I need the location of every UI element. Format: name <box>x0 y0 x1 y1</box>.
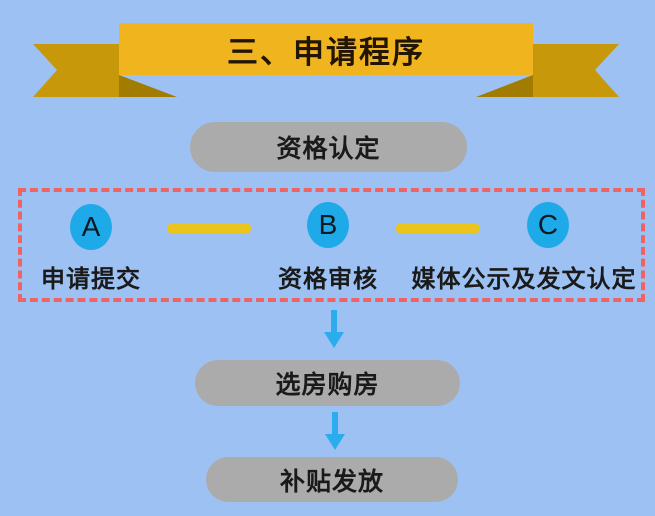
down-arrow-icon <box>325 412 345 450</box>
node-house-selection: 选房购房 <box>195 360 460 406</box>
ribbon-band <box>119 23 533 75</box>
step-label-application-submission: 申请提交 <box>41 266 141 293</box>
step-label-qualification-review: 资格审核 <box>278 266 378 293</box>
ribbon-left-fold <box>119 75 177 97</box>
down-arrow-icon <box>324 310 344 348</box>
step-circle-b: B <box>307 202 349 248</box>
node-qualification-determination: 资格认定 <box>190 122 467 172</box>
step-label-media-publicity: 媒体公示及发文认定 <box>411 266 637 293</box>
step-circle-c: C <box>527 202 569 248</box>
ribbon-left-tail <box>33 44 119 97</box>
connector-bar-a-b <box>167 223 251 234</box>
ribbon-right-tail <box>533 44 619 97</box>
qualification-stage-group <box>18 188 645 302</box>
title-ribbon <box>33 23 619 97</box>
node-subsidy-distribution: 补贴发放 <box>206 457 458 502</box>
ribbon-right-fold <box>476 75 533 97</box>
connector-bar-b-c <box>396 223 480 234</box>
step-circle-a: A <box>70 204 112 250</box>
page-title: 三、申请程序 <box>227 34 425 70</box>
